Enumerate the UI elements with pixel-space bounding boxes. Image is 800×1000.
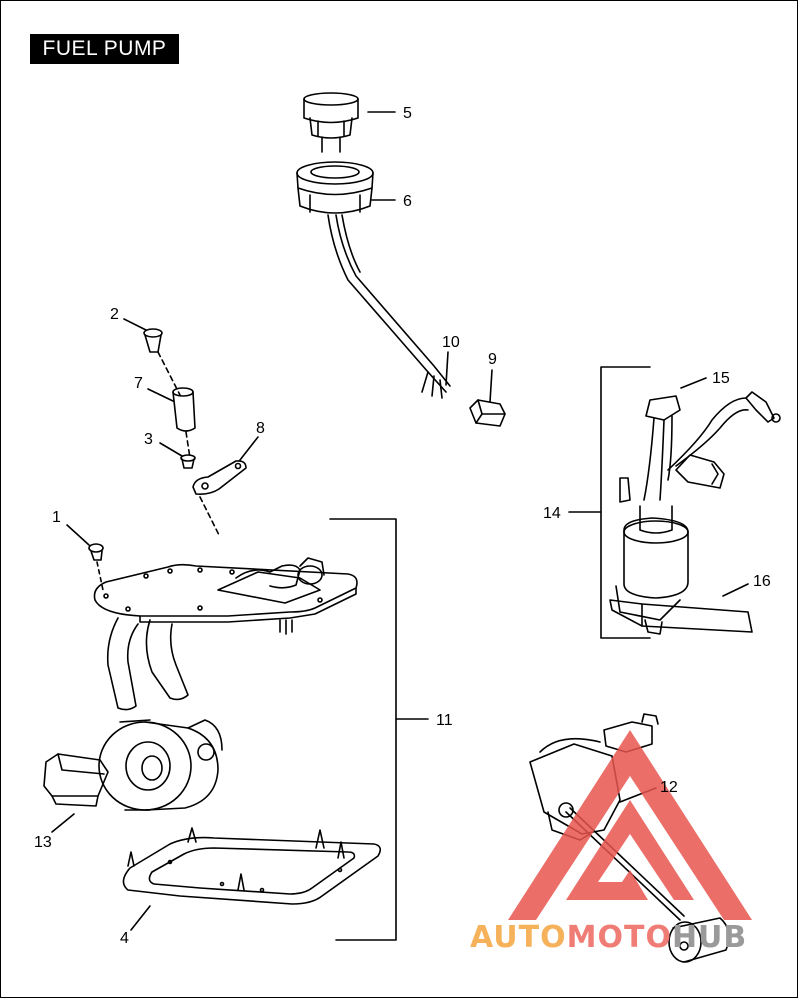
part-15-harness [643,391,781,501]
callout-3: 3 [144,431,153,448]
leader-10 [445,351,449,386]
leader-15 [680,377,707,389]
watermark-text-moto: MOTO [566,920,672,955]
part-14-bracket [600,366,651,639]
diagram-title: FUEL PUMP [30,34,179,64]
callout-10: 10 [442,334,460,351]
part-3-screw [180,454,196,469]
leader-7 [147,388,174,402]
callout-11: 11 [436,712,453,729]
leader-2 [123,318,147,331]
part-7-spacer [172,387,196,432]
watermark-text-auto: AUTO [470,920,567,955]
callout-13: 13 [34,834,52,851]
callout-1: 1 [52,509,61,526]
callout-7: 7 [134,375,143,392]
callout-16: 16 [753,573,771,590]
part-10-wire-harness [327,214,451,399]
part-9-connector [469,399,506,427]
callout-6: 6 [403,193,412,210]
leader-9 [489,369,493,403]
watermark-logo: AUTOMOTOHUB [470,920,795,956]
callout-12: 12 [660,779,678,796]
part-11-plate [93,557,358,711]
leader-13 [51,813,75,833]
leader-16 [722,583,749,597]
part-11-bracket [329,518,397,941]
part-14-pump-module [609,454,753,635]
callout-2: 2 [110,306,119,323]
part-6-grommet [296,161,374,214]
leader-1 [66,524,90,546]
callout-4: 4 [120,930,129,947]
part-13-pump [43,719,223,811]
part-4-gasket [122,827,382,905]
part-5-cap [303,92,359,153]
callout-15: 15 [712,370,730,387]
leader-3 [159,442,183,457]
watermark-logo-mark [508,730,752,920]
leader-4 [130,905,151,931]
part-1-bolt [88,543,104,561]
callout-14: 14 [543,505,561,522]
callout-8: 8 [256,420,265,437]
callout-5: 5 [403,105,412,122]
leader-8 [239,436,259,461]
callout-9: 9 [488,351,497,368]
part-2-screw [143,328,163,353]
part-8-bracket [192,460,247,495]
watermark-text-hub: HUB [671,920,748,955]
